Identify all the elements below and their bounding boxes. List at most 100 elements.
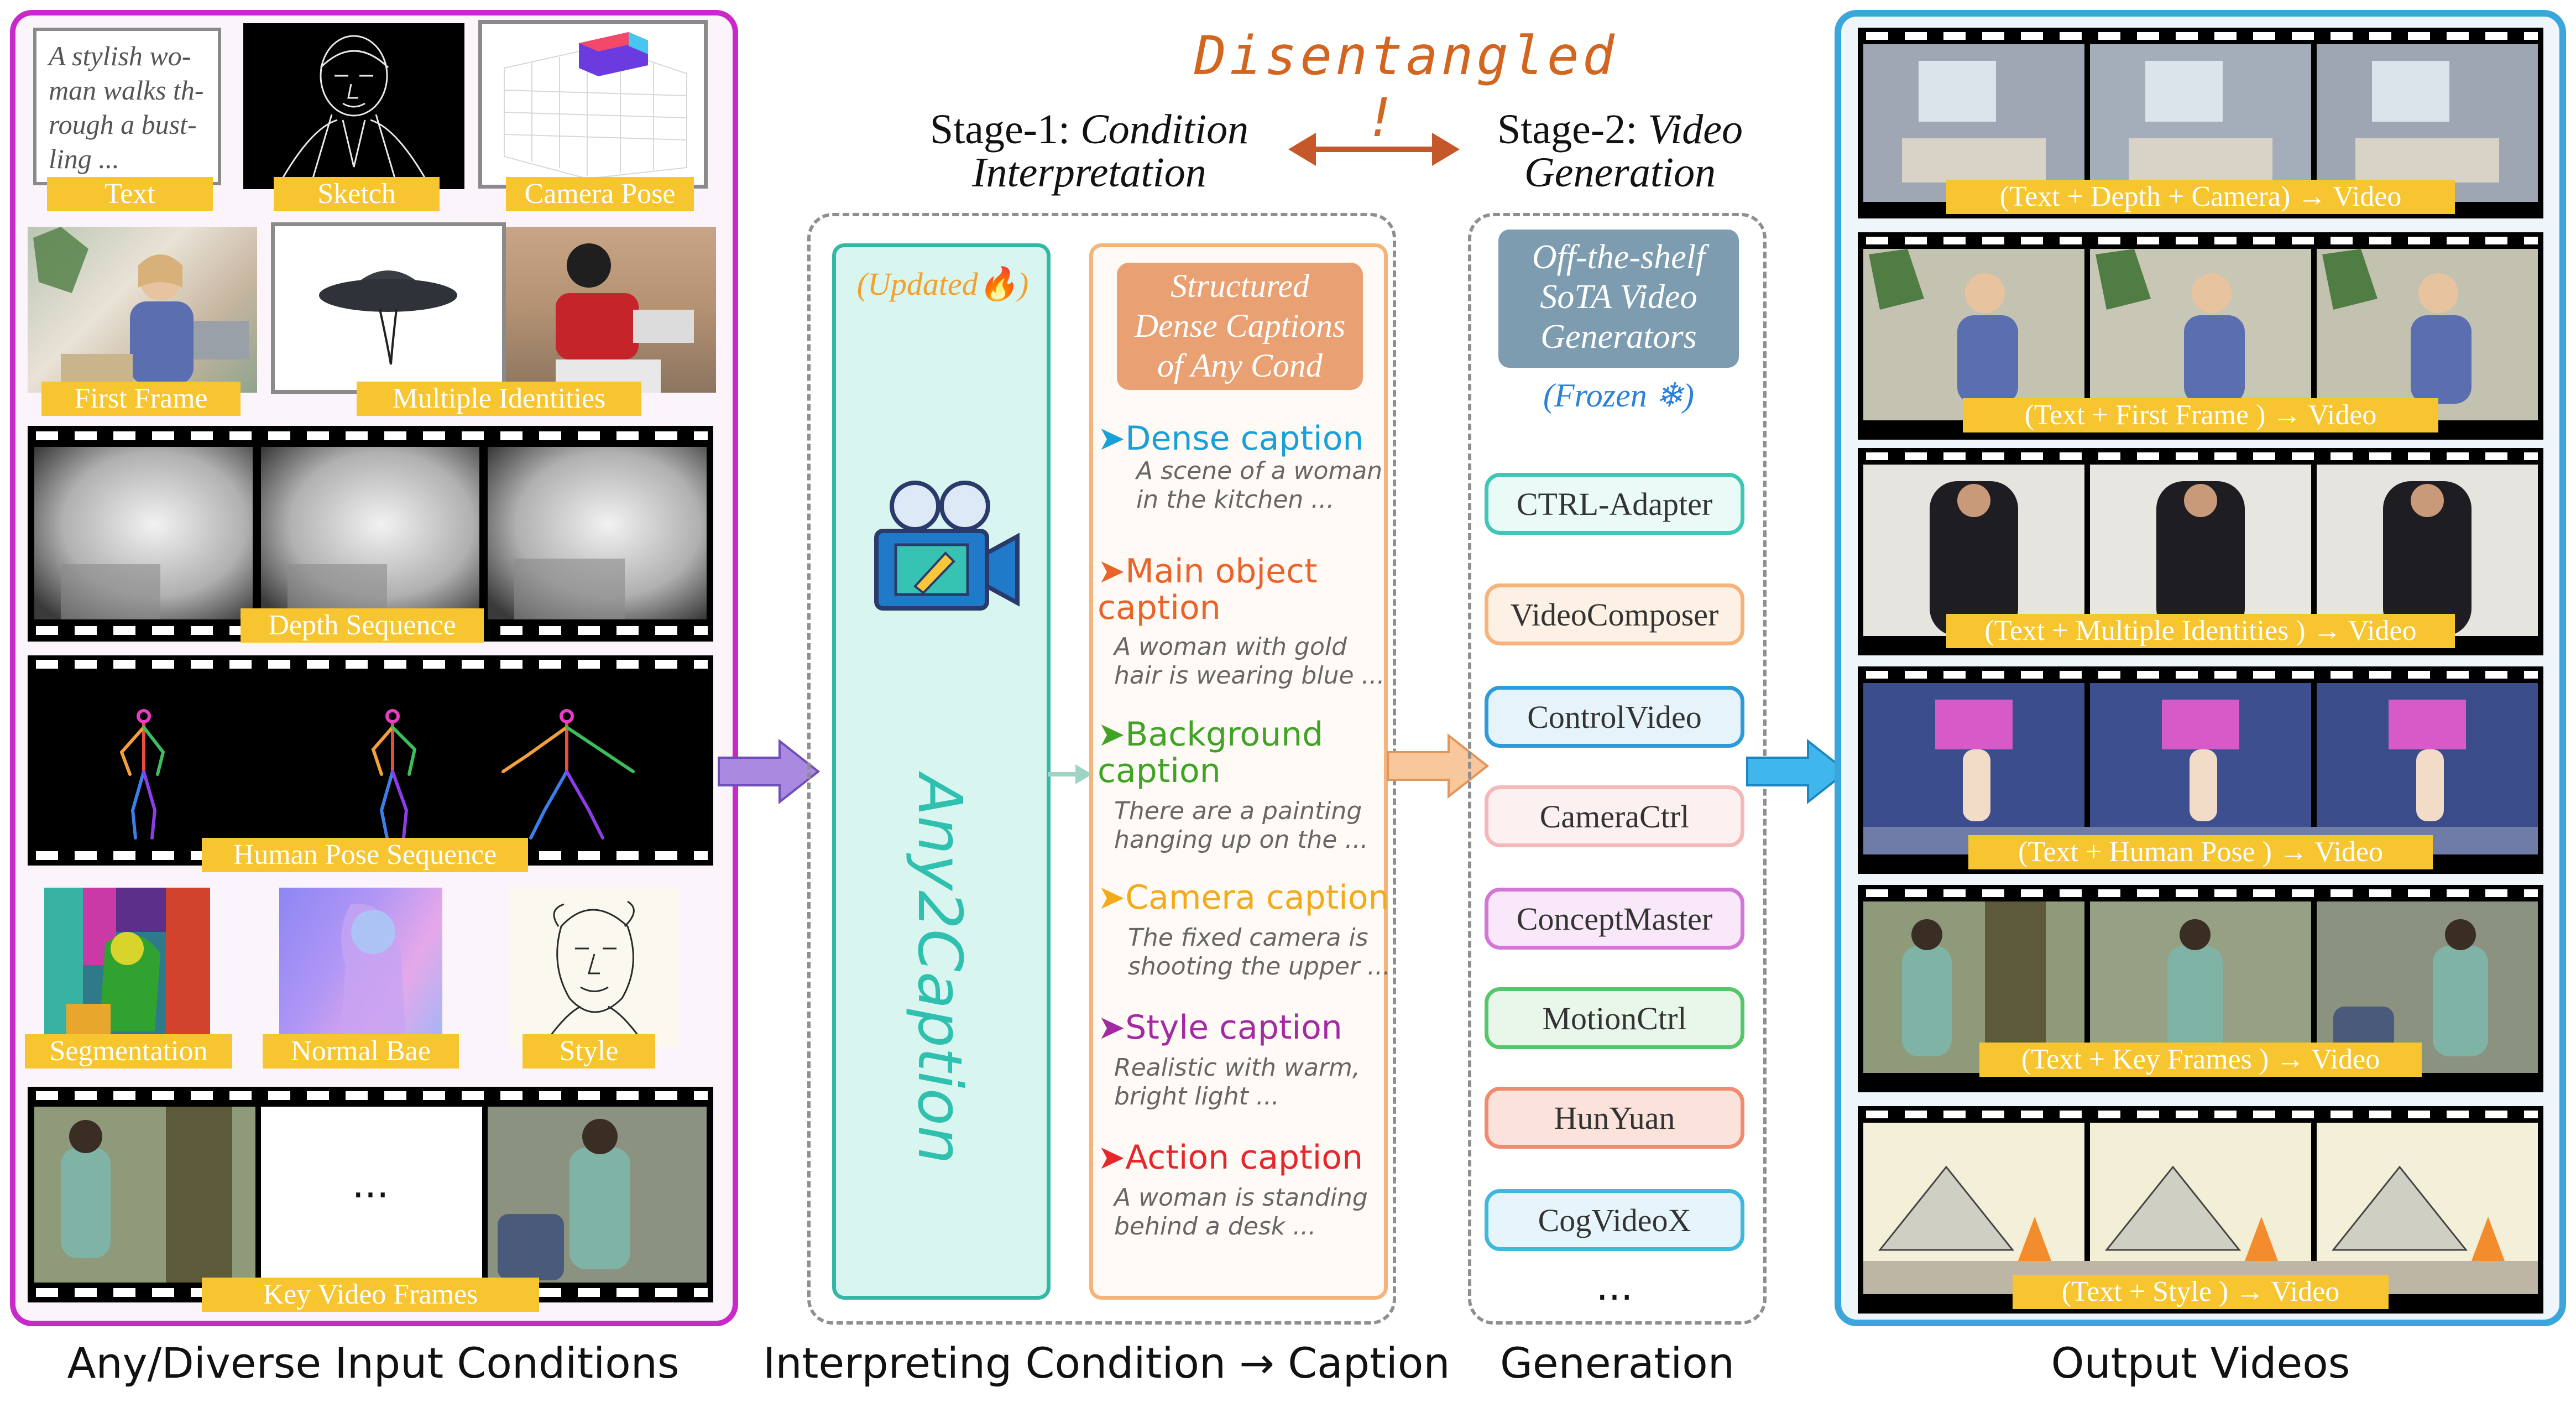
stage-double-arrow-icon bbox=[1288, 133, 1460, 166]
sketch-portrait-icon bbox=[275, 35, 432, 190]
model-controlvideo: ControlVideo bbox=[1485, 686, 1744, 748]
caption-style: ➤Style caption Realistic with warm, brig… bbox=[1098, 1009, 1385, 1111]
caption-desc: bright light ... bbox=[1114, 1082, 1279, 1111]
output-label-4: (Text + Human Pose ) → Video bbox=[1968, 835, 2433, 869]
caption-desc: hanging up on the ... bbox=[1114, 826, 1368, 854]
caption-title: ➤Style caption bbox=[1098, 1008, 1342, 1047]
output-label-6: (Text + Style ) → Video bbox=[2013, 1275, 2389, 1309]
text-prompt-line: rough a bust- bbox=[49, 109, 197, 140]
label-text: Text bbox=[47, 177, 213, 211]
arrow-to-outputs-icon bbox=[1746, 738, 1849, 805]
caption-desc: behind a desk ... bbox=[1114, 1212, 1316, 1241]
identity-person-image bbox=[506, 227, 716, 393]
text-prompt-box: A stylish wo- man walks th- rough a bust… bbox=[33, 28, 221, 185]
caption-title: ➤Main object bbox=[1098, 552, 1318, 591]
label-key-video-frames: Key Video Frames bbox=[202, 1278, 539, 1312]
segmentation-map-icon bbox=[44, 888, 210, 1048]
caption-desc: There are a painting bbox=[1114, 797, 1362, 825]
structured-line: Dense Captions bbox=[1134, 307, 1346, 344]
caption-background: ➤Background caption There are a painting… bbox=[1098, 716, 1385, 854]
fire-icon: 🔥 bbox=[978, 266, 1018, 302]
caption-title-line2: caption bbox=[1098, 752, 1221, 790]
model-hunyuan: HunYuan bbox=[1485, 1087, 1744, 1149]
depth-sequence-strip bbox=[28, 426, 713, 642]
text-prompt-line: A stylish wo- bbox=[49, 40, 191, 71]
label-depth-sequence: Depth Sequence bbox=[241, 608, 484, 643]
first-frame-woman-icon bbox=[33, 227, 249, 387]
camera-pose-plot-icon bbox=[504, 32, 687, 180]
stage2-prefix: Stage-2: bbox=[1497, 106, 1638, 153]
model-conceptmaster: ConceptMaster bbox=[1485, 888, 1744, 950]
style-sketch-image bbox=[509, 888, 680, 1049]
model-videocomposer: VideoComposer bbox=[1485, 583, 1744, 645]
chevron-right-icon: ➤ bbox=[1098, 1008, 1126, 1047]
label-sketch: Sketch bbox=[274, 177, 440, 211]
bottom-label-interpreting: Interpreting Condition → Caption bbox=[763, 1338, 1450, 1388]
chevron-right-icon: ➤ bbox=[1098, 419, 1126, 458]
snowflake-icon: ❄ bbox=[1655, 377, 1684, 414]
caption-camera: ➤Camera caption The fixed camera is shoo… bbox=[1098, 878, 1391, 981]
first-frame-image bbox=[28, 227, 257, 393]
output-film-2-icon bbox=[1863, 237, 2538, 420]
output-label-2: (Text + First Frame ) → Video bbox=[1963, 398, 2438, 432]
model-cameractrl: CameraCtrl bbox=[1485, 785, 1744, 847]
structured-line: Structured bbox=[1170, 268, 1310, 304]
stage2-italic-1: Video bbox=[1648, 106, 1743, 153]
output-film-3-icon bbox=[1863, 452, 2538, 636]
caption-action: ➤Action caption A woman is standing behi… bbox=[1098, 1139, 1385, 1241]
caption-desc: hair is wearing blue ... bbox=[1114, 661, 1385, 690]
frozen-text: Frozen bbox=[1554, 377, 1647, 414]
generator-line: Generators bbox=[1540, 318, 1697, 356]
stage2-italic-2: Generation bbox=[1524, 149, 1716, 196]
label-human-pose-sequence: Human Pose Sequence bbox=[202, 838, 528, 872]
bucket-hat-icon bbox=[319, 270, 457, 365]
label-style: Style bbox=[522, 1034, 655, 1069]
camera-pose-image bbox=[478, 20, 708, 189]
output-label-5: (Text + Key Frames ) → Video bbox=[1979, 1043, 2422, 1077]
bottom-label-outputs: Output Videos bbox=[2051, 1338, 2350, 1388]
caption-desc: A scene of a woman bbox=[1136, 457, 1383, 485]
chevron-right-icon: ➤ bbox=[1098, 1138, 1126, 1177]
sketch-image bbox=[243, 23, 464, 190]
model-cogvideox: CogVideoX bbox=[1485, 1189, 1744, 1251]
label-normal-bae: Normal Bae bbox=[263, 1034, 459, 1069]
segmentation-image bbox=[44, 888, 210, 1048]
label-multiple-identities: Multiple Identities bbox=[357, 382, 641, 416]
caption-desc: shooting the upper ... bbox=[1128, 952, 1391, 981]
text-prompt-line: man walks th- bbox=[49, 75, 204, 106]
updated-label: (Updated🔥) bbox=[856, 266, 1029, 302]
caption-main-object: ➤Main object caption A woman with gold h… bbox=[1098, 553, 1385, 690]
structured-captions-box bbox=[1089, 243, 1388, 1300]
normal-bae-image bbox=[279, 888, 442, 1048]
stage1-italic-2: Interpretation bbox=[972, 149, 1206, 196]
output-label-3: (Text + Multiple Identities ) → Video bbox=[1946, 614, 2455, 648]
output-strip-1 bbox=[1858, 28, 2543, 218]
output-label-1: (Text + Depth + Camera) → Video bbox=[1946, 180, 2455, 214]
pose-film-strip-icon bbox=[36, 660, 708, 860]
caption-desc: A woman with gold bbox=[1114, 633, 1347, 661]
caption-title: ➤Action caption bbox=[1098, 1138, 1363, 1177]
normal-map-icon bbox=[340, 904, 406, 1048]
generator-line: Off-the-shelf bbox=[1532, 238, 1706, 276]
depth-film-strip-icon bbox=[34, 431, 708, 635]
updated-text: Updated bbox=[868, 266, 978, 302]
caption-desc: The fixed camera is bbox=[1128, 924, 1368, 952]
caption-desc: A woman is standing bbox=[1114, 1184, 1368, 1212]
label-segmentation: Segmentation bbox=[25, 1034, 232, 1069]
model-ctrl-adapter: CTRL-Adapter bbox=[1485, 473, 1744, 535]
output-film-6-icon bbox=[1863, 1111, 2538, 1294]
stage1-prefix: Stage-1: bbox=[929, 106, 1070, 153]
caption-title: ➤Background bbox=[1098, 715, 1324, 754]
key-frames-ellipsis: ... bbox=[352, 1161, 389, 1207]
caption-title: ➤Camera caption bbox=[1098, 878, 1389, 917]
model-motionctrl: MotionCtrl bbox=[1485, 987, 1744, 1049]
identity-person-icon bbox=[556, 243, 694, 393]
chevron-right-icon: ➤ bbox=[1098, 552, 1126, 591]
caption-dense: ➤Dense caption A scene of a woman in the… bbox=[1098, 420, 1385, 514]
any2caption-box bbox=[832, 243, 1051, 1300]
structured-captions-header: Structured Dense Captions of Any Cond bbox=[1117, 263, 1363, 390]
stage2-header: Stage-2: Video Generation bbox=[1438, 108, 1802, 194]
chevron-right-icon: ➤ bbox=[1098, 715, 1126, 754]
frozen-label: (Frozen ❄) bbox=[1543, 377, 1694, 414]
text-prompt-line: ling ... bbox=[49, 143, 119, 174]
